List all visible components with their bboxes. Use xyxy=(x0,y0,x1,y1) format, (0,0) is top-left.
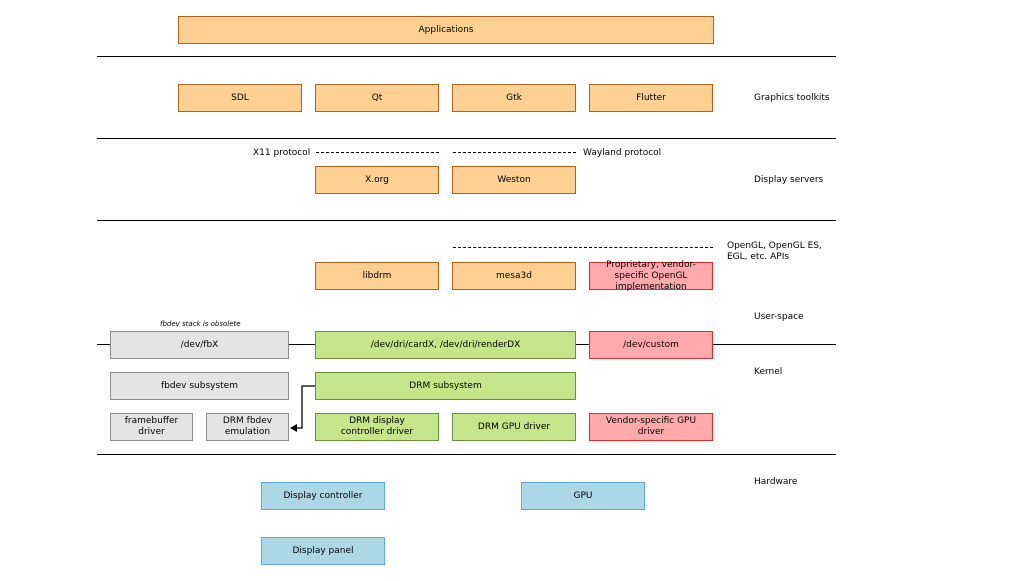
x11-protocol-line xyxy=(316,152,439,153)
separator-line xyxy=(97,56,836,57)
display-controller-box: Display controller xyxy=(261,482,385,510)
dev-fbx-box: /dev/fbX xyxy=(110,331,289,359)
layer-label-display-servers: Display servers xyxy=(754,175,824,185)
vendor-gpu-driver-box: Vendor-specific GPU driver xyxy=(589,413,713,441)
sdl-box: SDL xyxy=(178,84,302,112)
drm-subsystem-box: DRM subsystem xyxy=(315,372,576,400)
wayland-protocol-label: Wayland protocol xyxy=(583,148,662,158)
separator-line xyxy=(97,454,836,455)
x11-protocol-label: X11 protocol xyxy=(253,148,311,158)
layer-label-graphics-toolkits: Graphics toolkits xyxy=(754,93,830,103)
xorg-box: X.org xyxy=(315,166,439,194)
dev-dri-box: /dev/dri/cardX, /dev/dri/renderDX xyxy=(315,331,576,359)
mesa3d-box: mesa3d xyxy=(452,262,576,290)
separator-line xyxy=(97,220,836,221)
drm-fbdev-emulation-box: DRM fbdev emulation xyxy=(206,413,289,441)
layer-label-opengl-apis: OpenGL, OpenGL ES, EGL, etc. APIs xyxy=(727,241,822,262)
framebuffer-driver-box: framebuffer driver xyxy=(110,413,193,441)
fbdev-subsystem-box: fbdev subsystem xyxy=(110,372,289,400)
dev-custom-box: /dev/custom xyxy=(589,331,713,359)
separator-line xyxy=(97,138,836,139)
layer-label-hardware: Hardware xyxy=(754,477,798,487)
gtk-box: Gtk xyxy=(452,84,576,112)
proprietary-opengl-box: Proprietary, vendor-specific OpenGL impl… xyxy=(589,260,713,292)
drm-display-controller-driver-box: DRM display controller driver xyxy=(315,413,439,441)
drm-gpu-driver-box: DRM GPU driver xyxy=(452,413,576,441)
gpu-box: GPU xyxy=(521,482,645,510)
qt-box: Qt xyxy=(315,84,439,112)
layer-label-user-space: User-space xyxy=(754,312,804,322)
opengl-api-line xyxy=(453,247,713,248)
flutter-box: Flutter xyxy=(589,84,713,112)
fbdev-obsolete-note: fbdev stack is obsolete xyxy=(160,320,241,328)
layer-label-kernel: Kernel xyxy=(754,367,783,377)
wayland-protocol-line xyxy=(453,152,576,153)
weston-box: Weston xyxy=(452,166,576,194)
libdrm-box: libdrm xyxy=(315,262,439,290)
applications-box: Applications xyxy=(178,16,714,44)
display-panel-box: Display panel xyxy=(261,537,385,565)
